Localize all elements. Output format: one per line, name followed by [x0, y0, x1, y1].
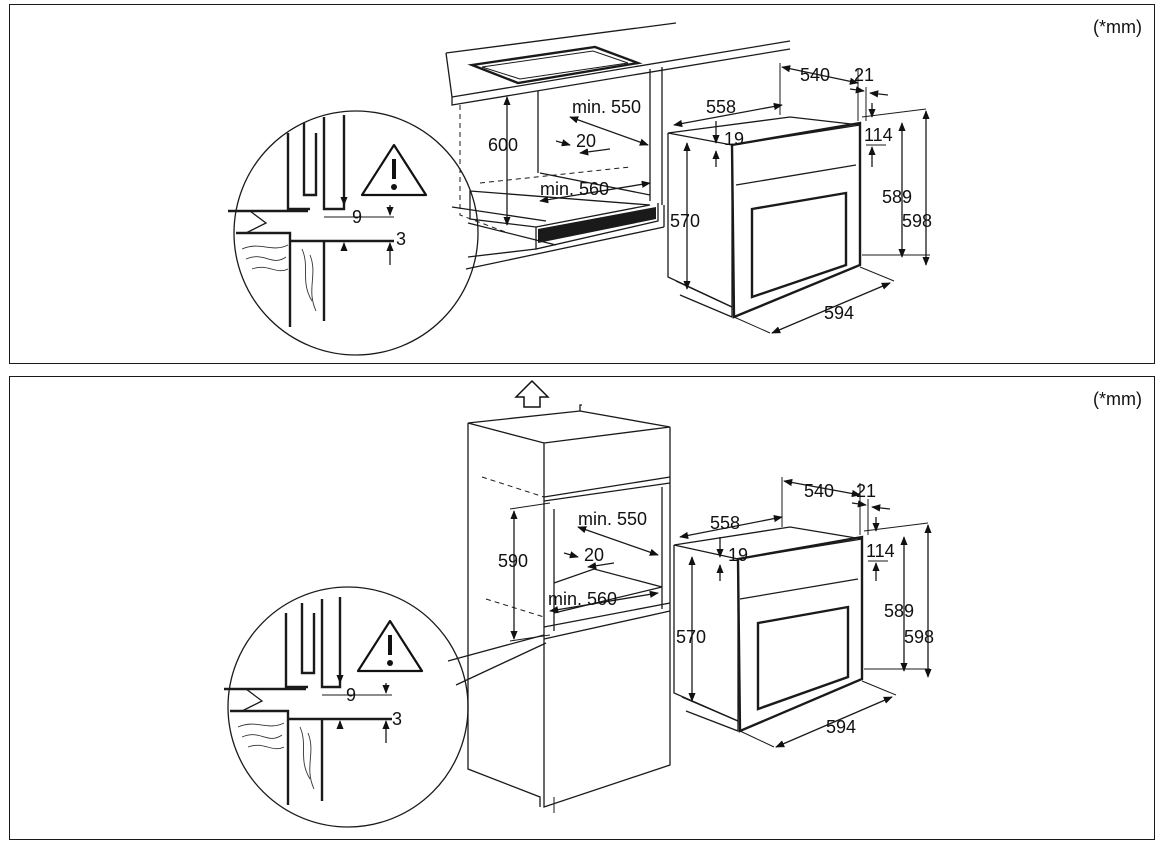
oven-width-front-label: 594 — [826, 717, 856, 737]
diagram-canvas: 590 min. 550 20 min. 560 540 — [224, 379, 934, 828]
oven-window — [756, 605, 850, 711]
arrow-up-icon — [514, 379, 550, 408]
oven-height-body-label: 570 — [670, 211, 700, 231]
countertop — [445, 22, 791, 106]
cabinet-gap-label: 20 — [584, 545, 604, 565]
detail-magnifier: 9 3 — [224, 586, 469, 828]
installation-diagram-under-counter: (*mm) — [9, 4, 1155, 364]
oven — [667, 116, 862, 319]
callout-line — [451, 206, 547, 222]
detail-gap-bottom-label: 3 — [392, 709, 402, 729]
oven-dimensions: 540 21 558 19 114 570 589 598 594 — [676, 477, 934, 748]
cabinet-width-label: min. 560 — [548, 589, 617, 609]
diagram-canvas: 600 min. 550 20 min. 560 540 — [228, 22, 932, 356]
unit-note: (*mm) — [1093, 17, 1142, 37]
oven-height-total-label: 598 — [904, 627, 934, 647]
oven-depth-label: 540 — [804, 481, 834, 501]
cabinet-height-label: 600 — [488, 135, 518, 155]
oven-height-front-label: 589 — [882, 187, 912, 207]
oven-window — [750, 191, 848, 299]
cabinet-depth-label: min. 550 — [578, 509, 647, 529]
oven-inset-label: 19 — [724, 129, 744, 149]
oven-door-label: 21 — [854, 65, 874, 85]
cabinet-gap-label: 20 — [576, 131, 596, 151]
oven-offset-label: 114 — [866, 541, 895, 561]
cabinet — [459, 67, 665, 270]
cabinet-dimensions: 600 min. 550 20 min. 560 — [488, 96, 651, 226]
oven-door-label: 21 — [856, 481, 876, 501]
tall-cabinet — [467, 404, 671, 813]
detail-gap-bottom-label: 3 — [396, 229, 406, 249]
oven-width-top-label: 558 — [706, 97, 736, 117]
oven-width-front-label: 594 — [824, 303, 854, 323]
cabinet-height-label: 590 — [498, 551, 528, 571]
detail-gap-top-label: 9 — [352, 207, 362, 227]
cabinet-depth-label: min. 550 — [572, 97, 641, 117]
cabinet-dimensions: 590 min. 550 20 min. 560 — [498, 509, 659, 640]
detail-magnifier: 9 3 — [228, 110, 479, 356]
oven-inset-label: 19 — [728, 545, 748, 565]
unit-note: (*mm) — [1093, 389, 1142, 409]
oven-dimensions: 540 21 558 19 114 570 589 598 594 — [670, 63, 932, 334]
oven-depth-label: 540 — [800, 65, 830, 85]
oven-offset-label: 114 — [864, 125, 893, 145]
oven-height-front-label: 589 — [884, 601, 914, 621]
oven-height-body-label: 570 — [676, 627, 706, 647]
installation-diagram-tall-cabinet: (*mm) — [9, 376, 1155, 840]
oven-height-total-label: 598 — [902, 211, 932, 231]
callout-line — [447, 634, 545, 662]
oven-width-top-label: 558 — [710, 513, 740, 533]
detail-gap-top-label: 9 — [346, 685, 356, 705]
warning-triangle-icon — [356, 619, 424, 673]
cabinet-width-label: min. 560 — [540, 179, 609, 199]
warning-triangle-icon — [360, 143, 428, 197]
vent-strip — [538, 207, 656, 243]
hob — [467, 45, 643, 85]
